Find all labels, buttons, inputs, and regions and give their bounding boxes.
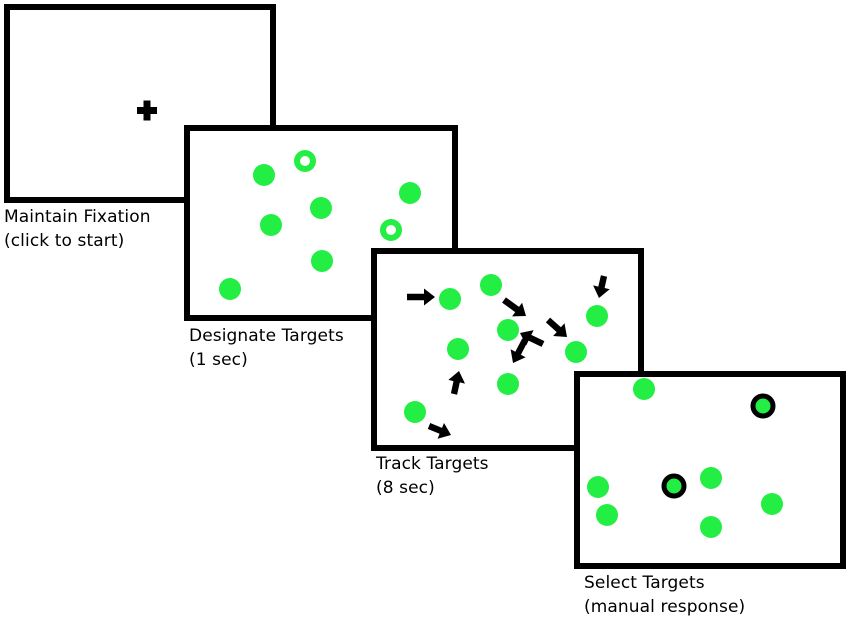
object-dot: [565, 341, 587, 363]
target-highlight-ring-icon: [294, 150, 316, 172]
motion-arrow-icon: [510, 338, 528, 363]
caption-title: Maintain Fixation: [4, 207, 151, 227]
motion-arrow-icon: [407, 288, 435, 306]
object-dot: [633, 378, 655, 400]
motion-arrow-icon: [545, 317, 567, 337]
object-dot: [439, 288, 461, 310]
caption-timing: (8 sec): [376, 478, 435, 498]
motion-arrow-icon: [427, 423, 451, 439]
object-dot: [596, 504, 618, 526]
fixation-cross-icon: [137, 100, 157, 121]
object-dot: [260, 214, 282, 236]
caption-designate-targets: Designate Targets (1 sec): [189, 324, 344, 372]
caption-timing: (1 sec): [189, 350, 248, 370]
object-dot: [399, 182, 421, 204]
caption-title: Designate Targets: [189, 326, 344, 346]
selection-ring-icon: [661, 473, 687, 499]
object-dot: [700, 467, 722, 489]
object-dot: [480, 274, 502, 296]
caption-timing: (click to start): [4, 231, 125, 251]
selection-ring-icon: [750, 393, 776, 419]
object-dot: [404, 401, 426, 423]
caption-timing: (manual response): [584, 597, 746, 617]
select-display: [587, 378, 783, 538]
designate-display: [219, 150, 421, 300]
motion-arrow-icon: [502, 297, 526, 317]
object-dot: [497, 373, 519, 395]
object-dot: [700, 516, 722, 538]
caption-select-targets: Select Targets (manual response): [584, 571, 745, 619]
track-display: [404, 274, 610, 439]
panel-select-targets: [574, 371, 846, 569]
caption-title: Track Targets: [376, 454, 489, 474]
motion-arrow-icon: [593, 275, 610, 298]
object-dot: [310, 197, 332, 219]
panel-maintain-fixation: [4, 4, 276, 203]
object-dot: [761, 493, 783, 515]
caption-track-targets: Track Targets (8 sec): [376, 452, 489, 500]
caption-maintain-fixation: Maintain Fixation (click to start): [4, 205, 151, 253]
fixation-display: [137, 100, 157, 121]
object-dot: [497, 319, 519, 341]
object-dot: [311, 250, 333, 272]
object-dot: [219, 278, 241, 300]
object-dot: [586, 305, 608, 327]
object-dot: [253, 164, 275, 186]
caption-title: Select Targets: [584, 573, 705, 593]
object-dot: [447, 338, 469, 360]
target-highlight-ring-icon: [380, 219, 402, 241]
motion-arrow-icon: [448, 371, 465, 395]
object-dot: [587, 476, 609, 498]
